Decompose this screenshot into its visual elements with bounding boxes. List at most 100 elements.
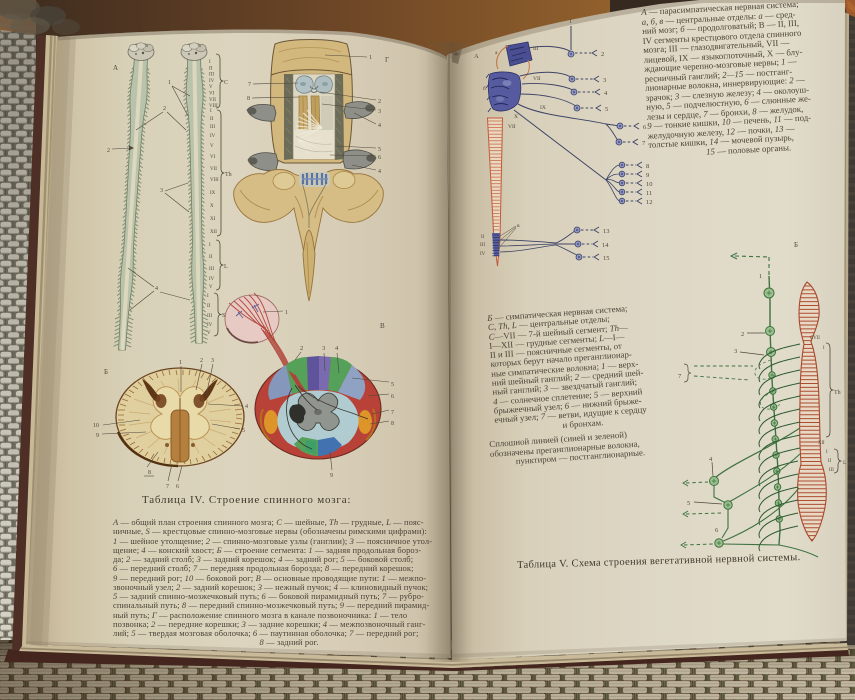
svg-text:VI: VI (210, 155, 216, 160)
svg-text:7: 7 (642, 140, 646, 147)
svg-text:2: 2 (741, 331, 744, 338)
svg-text:VII: VII (508, 124, 516, 130)
svg-text:9: 9 (330, 473, 333, 479)
svg-text:VII: VII (533, 76, 541, 82)
svg-text:14: 14 (602, 242, 609, 249)
svg-text:4: 4 (335, 345, 339, 352)
svg-text:V: V (209, 285, 213, 290)
svg-text:2: 2 (300, 345, 303, 352)
svg-text:Г: Г (385, 56, 389, 64)
svg-text:3: 3 (603, 77, 606, 84)
svg-text:I: I (210, 109, 212, 114)
svg-text:А: А (474, 53, 479, 60)
svg-text:III: III (210, 125, 215, 130)
svg-text:IV: IV (210, 134, 216, 139)
svg-text:II: II (481, 235, 485, 240)
svg-text:15: 15 (603, 255, 610, 262)
svg-text:Th: Th (834, 390, 841, 396)
svg-text:IV: IV (207, 323, 213, 328)
svg-text:2: 2 (200, 358, 203, 364)
svg-text:8: 8 (247, 96, 250, 102)
svg-text:4: 4 (604, 90, 608, 97)
svg-text:X: X (514, 114, 518, 120)
svg-text:VIII: VIII (209, 104, 218, 109)
svg-text:6: 6 (176, 484, 179, 490)
svg-text:3: 3 (160, 188, 163, 194)
svg-text:С: С (224, 80, 228, 86)
svg-text:4: 4 (378, 169, 381, 175)
svg-text:4: 4 (155, 286, 158, 292)
svg-text:Б: Б (104, 368, 108, 376)
svg-text:2: 2 (107, 148, 110, 154)
svg-text:L: L (843, 460, 847, 466)
svg-text:V: V (209, 85, 213, 90)
svg-text:V: V (207, 331, 211, 336)
svg-text:XII: XII (818, 441, 825, 446)
svg-text:I: I (209, 60, 211, 65)
svg-text:VII: VII (209, 98, 216, 103)
svg-text:I: I (823, 346, 825, 351)
svg-text:IX: IX (540, 105, 546, 111)
svg-text:XII: XII (210, 230, 217, 235)
svg-text:в: в (517, 223, 520, 229)
svg-text:6: 6 (715, 527, 719, 534)
svg-text:1: 1 (168, 80, 171, 86)
svg-text:II: II (209, 66, 213, 71)
svg-text:VI: VI (209, 92, 215, 97)
svg-text:11: 11 (646, 190, 652, 197)
svg-text:Th: Th (225, 172, 232, 178)
svg-text:I: I (207, 294, 209, 299)
svg-text:II: II (207, 304, 211, 309)
svg-text:8: 8 (646, 163, 649, 170)
svg-text:8: 8 (148, 470, 151, 476)
svg-text:VIII: VIII (210, 178, 219, 183)
svg-text:9: 9 (96, 433, 99, 439)
svg-text:II: II (210, 117, 214, 122)
svg-text:L: L (224, 264, 228, 270)
svg-text:2: 2 (163, 106, 166, 112)
svg-text:1: 1 (285, 310, 288, 316)
svg-text:S: S (222, 313, 225, 319)
svg-text:III: III (209, 73, 214, 78)
svg-text:1: 1 (369, 55, 372, 61)
svg-text:4: 4 (378, 123, 381, 129)
svg-text:III: III (533, 46, 539, 52)
svg-text:В: В (380, 322, 385, 330)
svg-text:8: 8 (391, 421, 394, 427)
svg-text:б: б (483, 85, 486, 92)
svg-text:1: 1 (569, 19, 572, 25)
svg-text:III: III (829, 468, 834, 473)
svg-text:5: 5 (242, 428, 245, 434)
svg-text:7: 7 (248, 82, 251, 88)
svg-text:X: X (210, 204, 214, 209)
svg-text:IV: IV (209, 277, 215, 282)
svg-text:7: 7 (166, 484, 169, 490)
svg-text:Б: Б (794, 241, 798, 249)
svg-text:3: 3 (734, 348, 737, 355)
svg-text:2: 2 (378, 99, 381, 105)
svg-text:6: 6 (378, 155, 381, 161)
svg-text:1: 1 (759, 273, 762, 280)
svg-text:А: А (113, 64, 118, 72)
svg-text:3: 3 (322, 345, 325, 352)
svg-text:6: 6 (391, 394, 394, 400)
svg-text:6: 6 (643, 124, 647, 131)
svg-text:IX: IX (210, 191, 216, 196)
svg-text:2: 2 (601, 51, 604, 58)
svg-text:5: 5 (391, 382, 394, 388)
svg-text:13: 13 (603, 228, 610, 235)
svg-text:3: 3 (211, 358, 214, 364)
svg-text:а: а (495, 50, 498, 56)
svg-text:IV: IV (480, 252, 486, 257)
svg-text:I: I (209, 243, 211, 248)
svg-text:5: 5 (687, 500, 690, 507)
svg-text:VII: VII (210, 167, 217, 172)
svg-text:7: 7 (391, 410, 394, 416)
svg-text:СVII: СVII (810, 336, 820, 341)
svg-text:5: 5 (378, 147, 381, 153)
svg-text:V: V (210, 144, 214, 149)
svg-text:4: 4 (709, 456, 713, 463)
svg-text:10: 10 (93, 423, 99, 429)
svg-text:II: II (828, 459, 832, 464)
svg-text:III: III (207, 314, 212, 319)
